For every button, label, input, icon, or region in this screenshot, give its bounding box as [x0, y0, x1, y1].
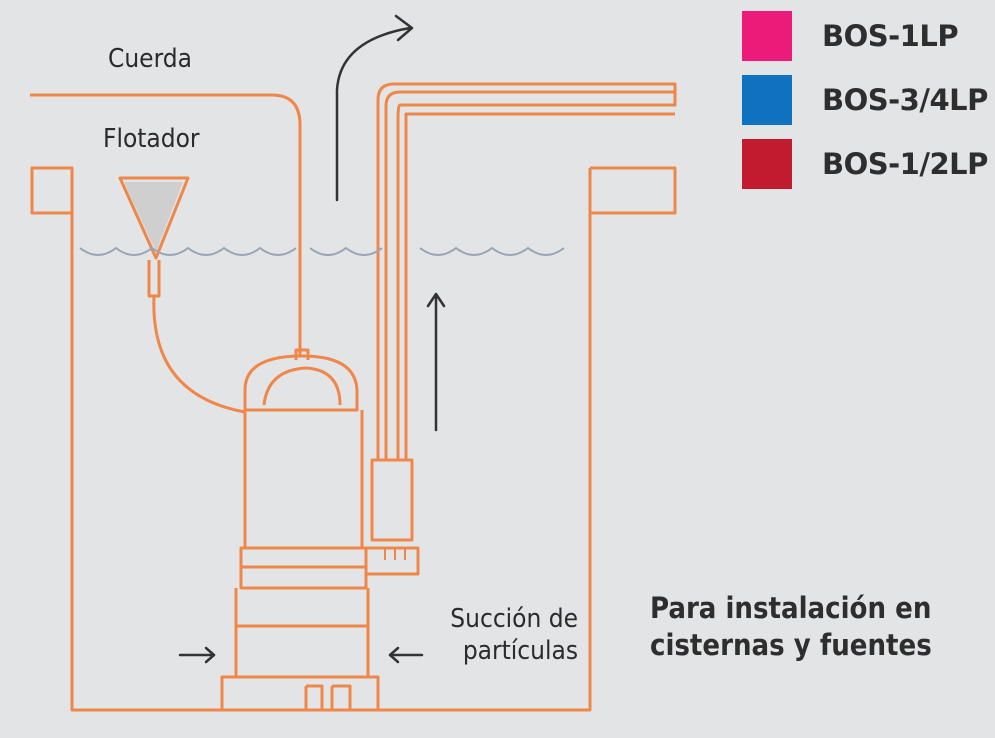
- legend-label: BOS-1LP: [822, 19, 959, 53]
- note-line-2: cisternas y fuentes: [650, 628, 932, 662]
- pump-handle: [262, 366, 342, 406]
- pipe-coupling-base: [365, 546, 420, 576]
- flow-out-arrowhead: [394, 14, 414, 42]
- pump-base-window-2: [330, 684, 352, 710]
- float-body: [118, 176, 190, 260]
- installation-note: Para instalación en cisternas y fuentes: [650, 590, 932, 664]
- float-stem: [147, 260, 161, 298]
- legend-swatch: [742, 75, 792, 125]
- discharge-pipe-inner-2: [404, 112, 675, 460]
- note-line-1: Para instalación en: [650, 591, 932, 625]
- legend-item: BOS-1/2LP: [742, 132, 988, 196]
- legend-item: BOS-3/4LP: [742, 68, 988, 132]
- intake-arrowhead-left: [204, 646, 216, 664]
- pump-cap: [294, 348, 310, 360]
- pump-dome: [243, 354, 359, 412]
- legend-label: BOS-3/4LP: [822, 83, 988, 117]
- legend-label: BOS-1/2LP: [822, 147, 988, 181]
- legend-item: BOS-1LP: [742, 4, 988, 68]
- pump-lower-body: [234, 588, 370, 679]
- tank-outline: [70, 166, 677, 712]
- pump-band-2: [239, 565, 368, 590]
- pump-base-window-1: [304, 684, 324, 710]
- flow-up-arrowhead: [426, 292, 446, 308]
- succion-line-2: partículas: [462, 636, 578, 666]
- intake-arrowhead-right: [388, 646, 400, 664]
- flow-out-arrow: [335, 26, 412, 202]
- float-wire: [152, 295, 246, 414]
- model-legend: BOS-1LP BOS-3/4LP BOS-1/2LP: [742, 4, 988, 196]
- pipe-coupling-ribs: [384, 548, 406, 560]
- water-surface: [79, 246, 565, 256]
- succion-line-1: Succión de: [450, 604, 578, 634]
- discharge-pipe-inner: [384, 90, 675, 460]
- float-fill: [124, 182, 183, 252]
- legend-swatch: [742, 139, 792, 189]
- succion-label: Succión de partículas: [420, 603, 578, 667]
- cuerda-cable: [30, 93, 302, 355]
- flotador-label: Flotador: [103, 124, 200, 154]
- pump-upper-body: [243, 410, 364, 550]
- cuerda-label: Cuerda: [108, 44, 192, 74]
- discharge-pipe-outer: [376, 82, 677, 460]
- pipe-coupling: [370, 458, 414, 542]
- pump-band: [239, 546, 368, 569]
- pump-base: [220, 675, 380, 712]
- legend-swatch: [742, 11, 792, 61]
- tank-left-rim: [30, 166, 74, 215]
